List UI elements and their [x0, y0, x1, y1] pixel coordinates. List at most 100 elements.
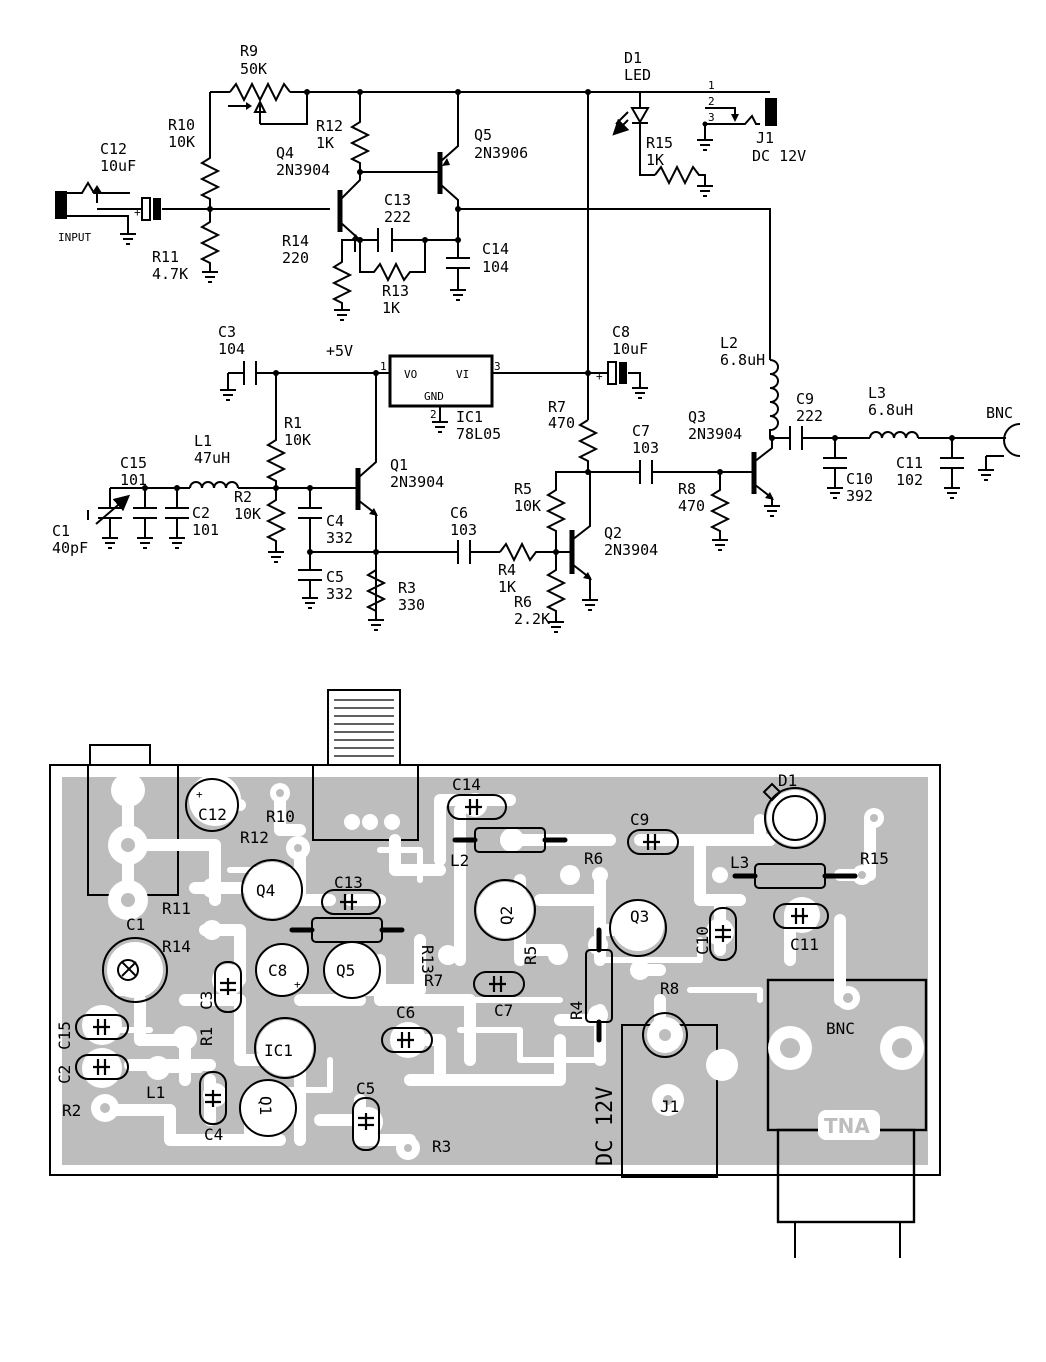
pcb-q1: Q1 [256, 1096, 275, 1115]
pcb-l3: L3 [730, 853, 749, 872]
ant-label-box [818, 1110, 880, 1140]
j1-value: DC 12V [752, 147, 806, 165]
pcb-ant: TNA [824, 1114, 870, 1138]
pcb-q2: Q2 [497, 906, 516, 925]
pcb-r13: R13 [418, 945, 437, 974]
q4-transistor [337, 172, 361, 242]
l2-ref: L2 [720, 334, 738, 352]
j1-pin1: 1 [708, 79, 715, 92]
pcb-c5: C5 [356, 1079, 375, 1098]
pcb-r14: R14 [162, 937, 191, 956]
input-label: INPUT [58, 231, 91, 244]
ic1-regulator [376, 354, 498, 433]
bnc-label: BNC [986, 404, 1013, 422]
pcb-ic1: IC1 [264, 1041, 293, 1060]
ic1-pin2: 2 [430, 408, 437, 421]
r11-ref: R11 [152, 248, 179, 266]
pcb-r6: R6 [584, 849, 603, 868]
j1-connector [697, 91, 777, 151]
q5-transistor [437, 92, 459, 240]
r12-value: 1K [316, 134, 334, 152]
ic1-vo-pin: VO [404, 368, 417, 381]
pcb-q5: Q5 [336, 961, 355, 980]
c2-value: 101 [192, 521, 219, 539]
pcb-c11: C11 [790, 935, 819, 954]
q4-ref: Q4 [276, 144, 294, 162]
pcb-c1: C1 [126, 915, 145, 934]
pcb-c8-plus: + [294, 978, 301, 991]
c1-ref: C1 [52, 522, 70, 540]
q3-value: 2N3904 [688, 425, 742, 443]
c13-ref: C13 [384, 191, 411, 209]
plus5v-label: +5V [326, 342, 353, 360]
pcb-r3: R3 [432, 1137, 451, 1156]
pcb-r2: R2 [62, 1101, 81, 1120]
ic1-value: 78L05 [456, 425, 501, 443]
r1-ref: R1 [284, 414, 302, 432]
pcb-r10: R10 [266, 807, 295, 826]
c7-value: 103 [632, 439, 659, 457]
c5-ref: C5 [326, 568, 344, 586]
r11-value: 4.7K [152, 265, 188, 283]
c8-plus-sign: + [596, 370, 603, 383]
pcb-r15: R15 [860, 849, 889, 868]
r12-ref: R12 [316, 117, 343, 135]
r1-value: 10K [284, 431, 311, 449]
r13-value: 1K [382, 299, 400, 317]
c4-ref: C4 [326, 512, 344, 530]
l3-ref: L3 [868, 384, 886, 402]
r4-value: 1K [498, 578, 516, 596]
q5-ref: Q5 [474, 126, 492, 144]
q4-value: 2N3904 [276, 161, 330, 179]
c9-ref: C9 [796, 390, 814, 408]
pcb-c12: C12 [198, 805, 227, 824]
r13-ref: R13 [382, 282, 409, 300]
l1-ref: L1 [194, 432, 212, 450]
r6-value: 2.2K [514, 610, 550, 628]
r8-ref: R8 [678, 480, 696, 498]
pcb-c15: C15 [55, 1021, 74, 1050]
r7-value: 470 [548, 414, 575, 432]
input-jack [55, 181, 136, 245]
pcb-pads [82, 773, 924, 1160]
j1-ref: J1 [756, 129, 774, 147]
pcb-r11: R11 [162, 899, 191, 918]
pcb-bnc: BNC [826, 1019, 855, 1038]
c6-value: 103 [450, 521, 477, 539]
pcb-c8: C8 [268, 961, 287, 980]
c4-value: 332 [326, 529, 353, 547]
q5-value: 2N3906 [474, 144, 528, 162]
c12-plus-sign: + [134, 206, 141, 219]
ic1-pin1: 1 [380, 360, 387, 373]
c14-value: 104 [482, 258, 509, 276]
pcb-d1: D1 [778, 771, 797, 790]
pcb-r7: R7 [424, 971, 443, 990]
d1-ref: D1 [624, 49, 642, 67]
pcb-dc12v: DC 12V [593, 1087, 618, 1166]
q3-transistor [751, 438, 780, 517]
l1-value: 47uH [194, 449, 230, 467]
r5-value: 10K [514, 497, 541, 515]
c12-value: 10uF [100, 157, 136, 175]
r15-value: 1K [646, 151, 664, 169]
pcb-c13: C13 [334, 873, 363, 892]
r15-ref: R15 [646, 134, 673, 152]
c15-value: 101 [120, 471, 147, 489]
r2-value: 10K [234, 505, 261, 523]
ic1-pin3: 3 [494, 360, 501, 373]
pcb-r4: R4 [567, 1001, 586, 1020]
l2-value: 6.8uH [720, 351, 765, 369]
pcb-layout: C12 R10 R12 C14 L2 C9 D1 R6 L3 R15 Q4 C1… [49, 689, 941, 1258]
r4-ref: R4 [498, 561, 516, 579]
c14-ref: C14 [482, 240, 509, 258]
c13-value: 222 [384, 208, 411, 226]
pcb-r5: R5 [521, 946, 540, 965]
r7-ref: R7 [548, 398, 566, 416]
q3-ref: Q3 [688, 408, 706, 426]
c1-value: 40pF [52, 539, 88, 557]
pcb-c9: C9 [630, 810, 649, 829]
pcb-r8: R8 [660, 979, 679, 998]
q2-transistor [569, 472, 598, 611]
